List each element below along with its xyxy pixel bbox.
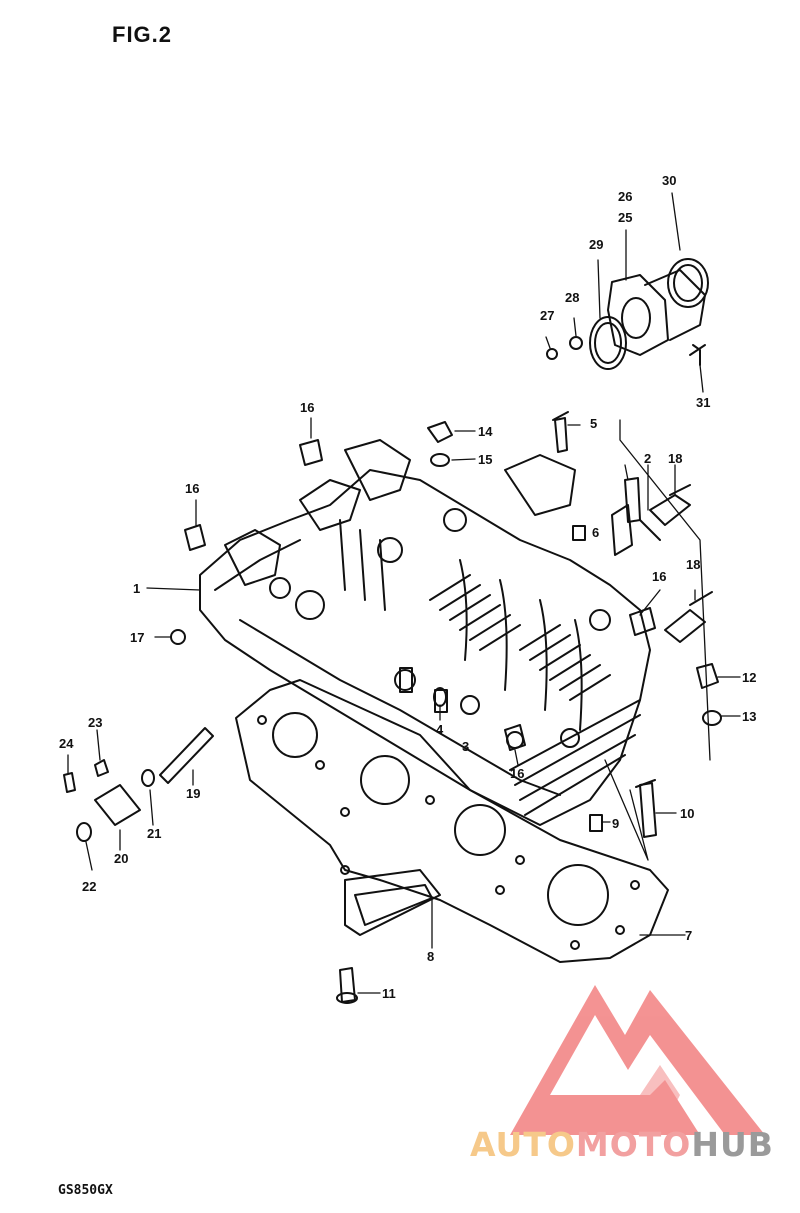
callout-24: 24	[59, 736, 74, 751]
callout-29: 29	[589, 237, 604, 252]
callout-27: 27	[540, 308, 555, 323]
callout-26: 26	[618, 189, 633, 204]
intake-pipe-assembly	[546, 258, 709, 370]
callout-15: 15	[478, 452, 493, 467]
watermark-logo	[510, 985, 765, 1135]
callout-5: 5	[590, 416, 598, 431]
callout-6: 6	[592, 525, 600, 540]
callout-16-top: 16	[300, 400, 315, 415]
callout-31: 31	[696, 395, 711, 410]
watermark-text-hub: HUB	[691, 1125, 774, 1164]
watermark-text-auto: AUTO	[470, 1125, 576, 1164]
callout-25: 25	[618, 210, 633, 225]
leader-lines	[67, 192, 741, 994]
callout-16-bottom: 16	[510, 766, 525, 781]
callout-8: 8	[427, 949, 435, 964]
callout-18-lower: 18	[686, 557, 701, 572]
callout-16-left: 16	[185, 481, 200, 496]
callout-14: 14	[478, 424, 493, 439]
callout-19: 19	[186, 786, 201, 801]
callout-11: 11	[382, 986, 396, 1001]
callout-13: 13	[742, 709, 757, 724]
callout-23: 23	[88, 715, 103, 730]
callout-20: 20	[114, 851, 129, 866]
model-code: GS850GX	[58, 1183, 113, 1198]
figure-title: FIG.2	[112, 22, 173, 47]
callout-16-right: 16	[652, 569, 667, 584]
callout-3: 3	[462, 739, 470, 754]
callout-12: 12	[742, 670, 757, 685]
watermark-text-moto: MOTO	[575, 1125, 692, 1164]
callout-1: 1	[133, 581, 141, 596]
callout-4: 4	[436, 722, 444, 737]
callout-18-upper: 18	[668, 451, 683, 466]
callout-30: 30	[662, 173, 677, 188]
callout-7: 7	[685, 928, 693, 943]
callout-9: 9	[612, 816, 620, 831]
callout-22: 22	[82, 879, 97, 894]
watermark-text: AUTOMOTOHUB	[470, 1128, 774, 1161]
callout-21: 21	[147, 826, 162, 841]
head-gasket	[235, 679, 669, 963]
callout-28: 28	[565, 290, 580, 305]
callout-10: 10	[680, 806, 695, 821]
callout-2: 2	[644, 451, 652, 466]
cylinder-head	[199, 439, 651, 826]
callout-17: 17	[130, 630, 145, 645]
